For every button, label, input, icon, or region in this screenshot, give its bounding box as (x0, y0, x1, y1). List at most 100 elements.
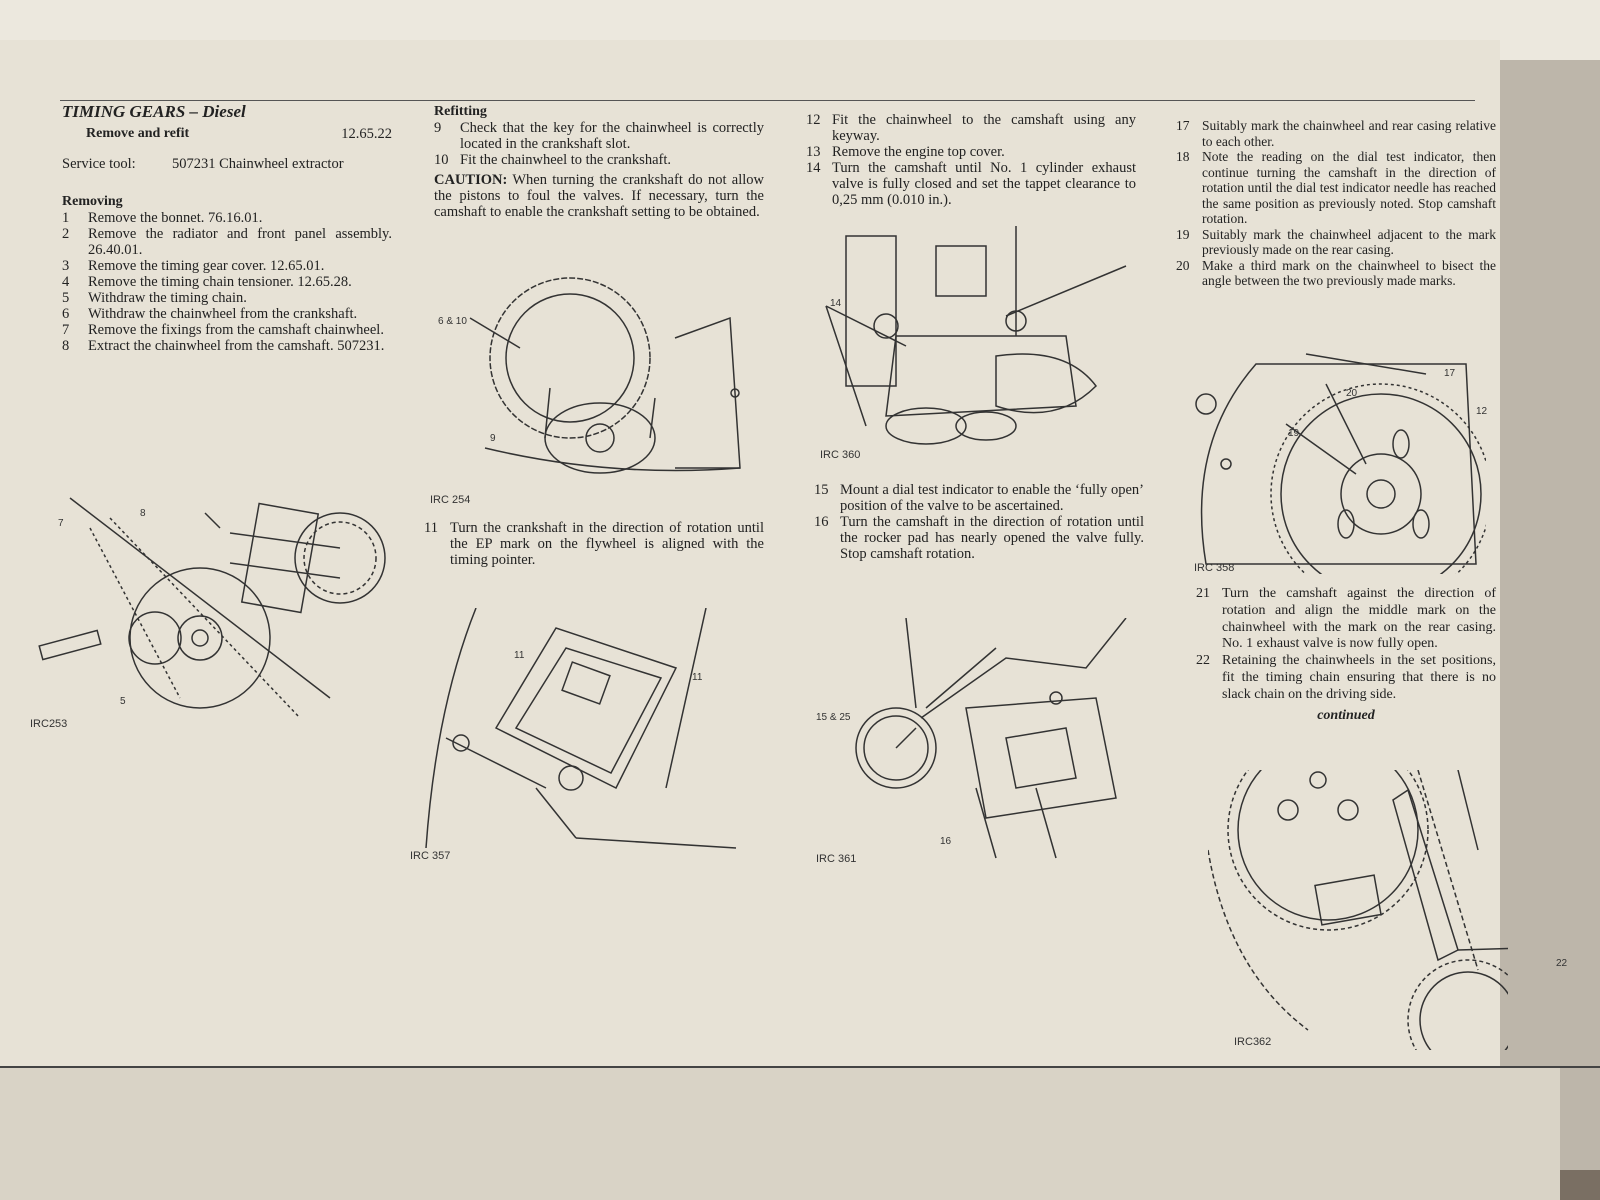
step-number: 16 (814, 514, 829, 530)
step-number: 13 (806, 144, 821, 160)
column-4-lower: 21 Turn the camshaft against the directio… (1196, 586, 1496, 724)
callout-11-b: 11 (692, 672, 703, 683)
step-text: Remove the timing chain tensioner. 12.65… (88, 274, 352, 290)
step-text: Check that the key for the chainwheel is… (460, 120, 764, 152)
page-right-edge (1490, 60, 1600, 1170)
callout-9: 9 (490, 433, 496, 444)
section-header: Remove and refit 12.65.22 (86, 126, 392, 142)
step-number: 11 (424, 520, 438, 536)
step-text: Extract the chainwheel from the camshaft… (88, 338, 385, 354)
step-number: 21 (1196, 586, 1210, 601)
step-number: 8 (62, 338, 70, 354)
figure-caption-irc254: IRC 254 (430, 494, 471, 506)
removing-heading: Removing (62, 194, 123, 209)
section-subtitle: Remove and refit (86, 126, 190, 141)
figure-caption-irc362: IRC362 (1234, 1036, 1272, 1048)
step-item: 3 Remove the timing gear cover. 12.65.01. (62, 258, 392, 274)
step-text: Turn the camshaft in the direction of ro… (840, 514, 1144, 562)
callout-14: 14 (830, 298, 842, 309)
figure-irc361-drawing (855, 618, 1127, 859)
step-text: Make a third mark on the chainwheel to b… (1202, 257, 1496, 289)
step-number: 7 (62, 322, 70, 338)
steps-15-16: 15 Mount a dial test indicator to enable … (814, 482, 1144, 562)
figure-irc360 (806, 226, 1136, 466)
step-text: Turn the camshaft against the direction … (1222, 586, 1496, 652)
top-rule (60, 100, 1475, 101)
figure-caption-irc361: IRC 361 (816, 853, 857, 865)
step-number: 15 (814, 482, 829, 498)
column-2: Refitting 9 Check that the key for the ch… (434, 104, 764, 220)
step-number: 9 (434, 120, 442, 136)
callout-15-25: 15 & 25 (816, 712, 851, 723)
figure-caption-irc357: IRC 357 (410, 850, 451, 862)
figure-irc357 (416, 608, 756, 858)
figure-caption-irc358: IRC 358 (1194, 562, 1235, 574)
figure-irc358 (1186, 344, 1486, 574)
step-number: 17 (1176, 118, 1190, 133)
step-text: Suitably mark the chainwheel adjacent to… (1202, 226, 1496, 258)
step-text: Remove the fixings from the camshaft cha… (88, 322, 384, 338)
figure-irc358-drawing (1195, 353, 1486, 574)
callout-12: 12 (1476, 406, 1488, 417)
column-3-lower: 15 Mount a dial test indicator to enable … (814, 482, 1144, 562)
step-item: 16 Turn the camshaft in the direction of … (814, 514, 1144, 562)
step-item: 7 Remove the fixings from the camshaft ch… (62, 322, 392, 338)
callout-8: 8 (140, 508, 146, 519)
step-number: 5 (62, 290, 70, 306)
step-text: Remove the timing gear cover. 12.65.01. (88, 258, 325, 274)
callout-7: 7 (58, 518, 64, 529)
callout-5: 5 (120, 696, 126, 707)
figure-caption-irc360: IRC 360 (820, 449, 861, 461)
callout-16: 16 (940, 836, 952, 847)
figure-irc362-drawing (1208, 770, 1508, 1050)
callout-17: 17 (1444, 368, 1456, 379)
figure-irc361 (846, 618, 1146, 868)
callout-20: 20 (1346, 388, 1358, 399)
step-item: 13 Remove the engine top cover. (806, 144, 1136, 160)
step-text: Withdraw the chainwheel from the cranksh… (88, 306, 358, 322)
step-text: Mount a dial test indicator to enable th… (840, 482, 1144, 514)
step-number: 1 (62, 210, 70, 226)
figure-irc254 (440, 268, 760, 488)
step-number: 18 (1176, 149, 1190, 164)
step-text: Retaining the chainwheels in the set pos… (1222, 653, 1496, 702)
figure-irc357-drawing (425, 608, 737, 849)
continued-note: continued (1317, 707, 1375, 723)
step-item: 1 Remove the bonnet. 76.16.01. (62, 210, 392, 226)
step-text: Fit the chainwheel to the camshaft using… (832, 112, 1136, 144)
step-number: 2 (62, 226, 70, 242)
service-tool-label: Service tool: (62, 156, 136, 172)
refitting-steps-a: 9 Check that the key for the chainwheel i… (434, 120, 764, 168)
callout-19: 19 (1288, 428, 1300, 439)
step-text: Remove the bonnet. 76.16.01. (88, 210, 263, 226)
figure-irc253-drawing (38, 497, 386, 719)
step-text: Note the reading on the dial test indica… (1202, 149, 1496, 226)
step-item: 21 Turn the camshaft against the directio… (1196, 586, 1496, 653)
step-text: Fit the chainwheel to the crankshaft. (460, 152, 671, 168)
step-number: 3 (62, 258, 70, 274)
step-number: 19 (1176, 226, 1190, 242)
page-bottom-edge (0, 1068, 1560, 1200)
figure-irc254-drawing (469, 277, 741, 474)
figure-irc360-drawing (825, 226, 1127, 445)
refitting-heading: Refitting (434, 104, 487, 119)
figure-irc253 (30, 488, 390, 728)
caution-text: When turning the crankshaft do not allow… (434, 172, 764, 220)
step-item: 9 Check that the key for the chainwheel i… (434, 120, 764, 152)
step-text: Remove the engine top cover. (832, 144, 1005, 160)
